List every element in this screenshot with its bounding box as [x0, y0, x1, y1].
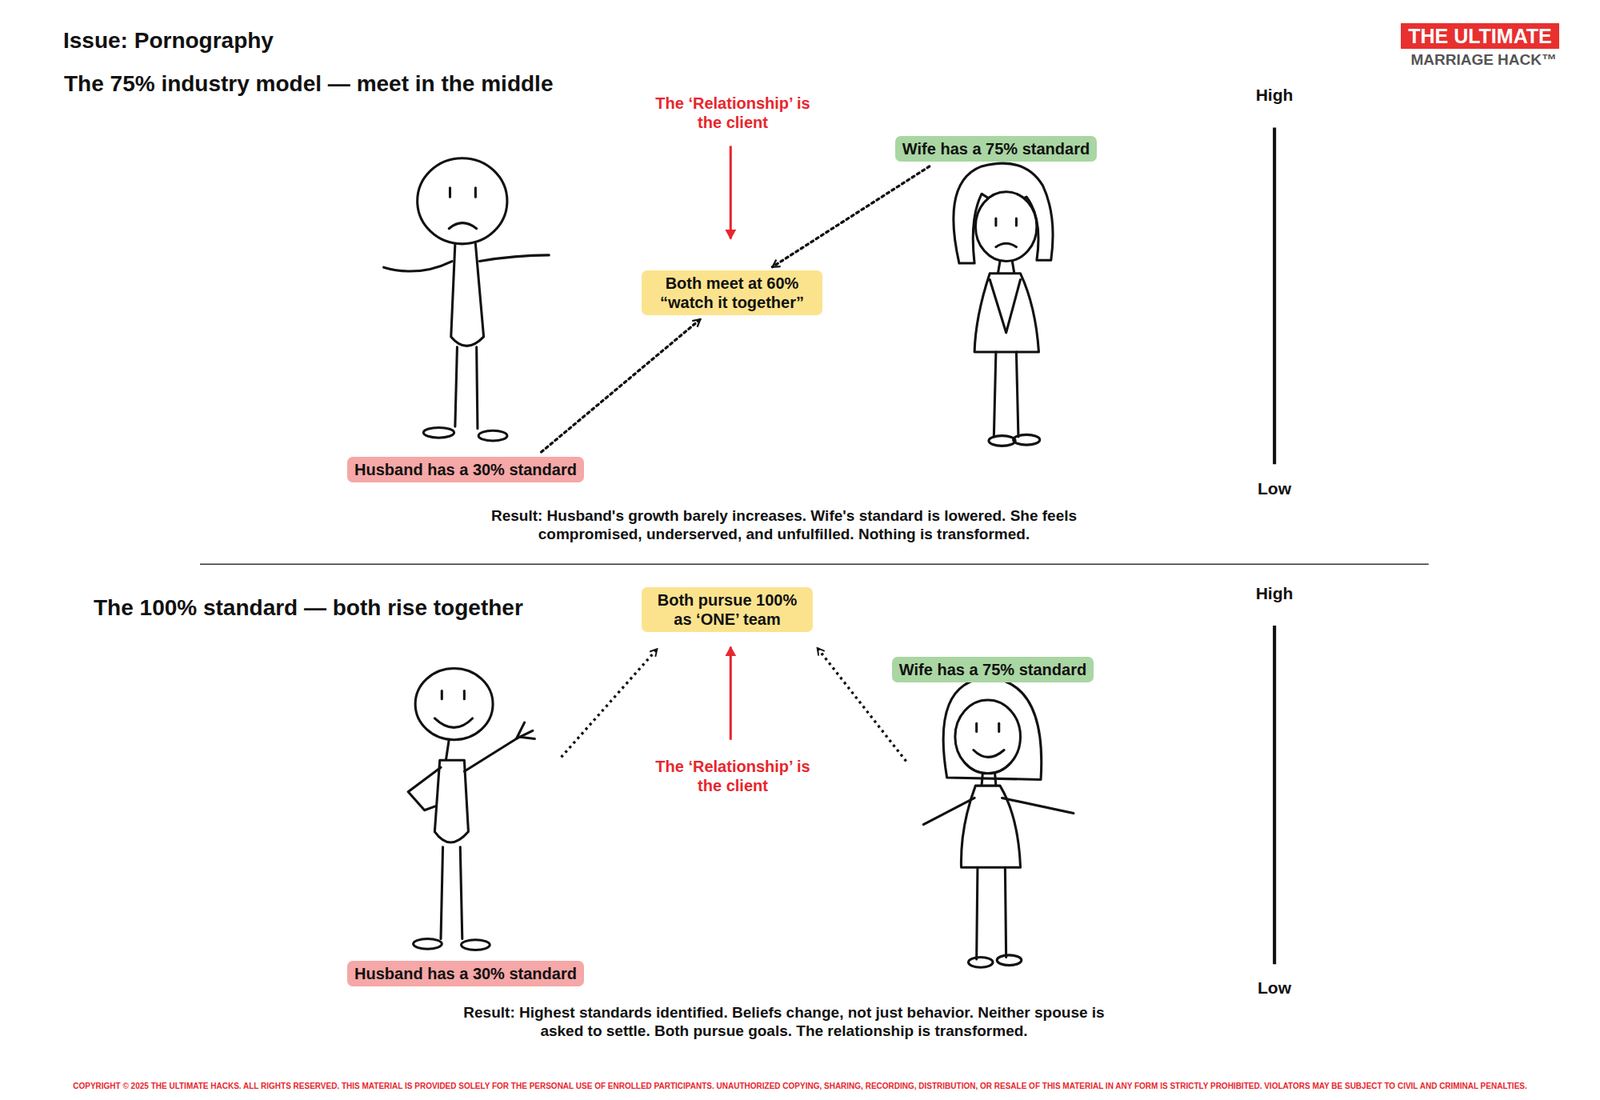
wife-figure-stroke	[960, 785, 1020, 868]
red-arrow	[729, 647, 732, 740]
husband-figure-stroke	[464, 722, 524, 772]
husband-figure	[408, 668, 535, 950]
panel-heading: The 75% industry model — meet in the mid…	[64, 70, 553, 98]
wife-figure-stroke	[1016, 352, 1019, 437]
client-note: The ‘Relationship’ is the client	[652, 756, 813, 796]
wife-figure-stroke	[1012, 261, 1015, 274]
husband-figure-stroke	[474, 188, 477, 197]
wife-figure-stroke	[953, 163, 1053, 264]
husband-figure-stroke	[463, 691, 466, 700]
scale-label: Low	[1257, 478, 1292, 499]
husband-figure-stroke	[423, 427, 454, 438]
scale-line	[1272, 127, 1276, 464]
wife-figure-stroke	[997, 723, 1000, 732]
standard-pill: Wife has a 75% standard	[895, 136, 1097, 162]
wife-figure	[923, 677, 1074, 968]
wife-figure-stroke	[1013, 434, 1040, 445]
husband-figure-stroke	[384, 261, 452, 272]
husband-figure-stroke	[440, 847, 444, 940]
husband-figure-stroke	[415, 668, 493, 740]
husband-figure-stroke	[445, 740, 449, 761]
husband-figure-stroke	[461, 940, 491, 951]
husband-figure-stroke	[434, 760, 468, 843]
wife-figure-stroke	[981, 773, 983, 786]
outcome-box: Both meet at 60% “watch it together”	[641, 270, 823, 316]
wife-figure	[953, 163, 1053, 446]
wife-figure-stroke	[1015, 218, 1018, 226]
node-text: Husband has a 30% standard	[354, 460, 577, 480]
scale-label: High	[1256, 84, 1294, 105]
husband-figure-stroke	[417, 158, 508, 244]
outcome-box: Both pursue 100% as ‘ONE’ team	[641, 587, 813, 632]
wife-figure-stroke	[996, 243, 1017, 247]
scale-label: High	[1256, 583, 1294, 604]
result-text: Result: Highest standards identified. Be…	[440, 1004, 1128, 1041]
node-text: Wife has a 75% standard	[899, 660, 1087, 680]
husband-figure-stroke	[451, 244, 484, 347]
dotted-arrow	[561, 648, 658, 757]
wife-figure-stroke	[975, 192, 1037, 262]
wife-figure-stroke	[988, 436, 1016, 447]
husband-figure-stroke	[460, 847, 463, 940]
husband-figure-stroke	[478, 430, 508, 441]
husband-figure-stroke	[448, 188, 452, 197]
dotted-arrow	[541, 319, 701, 452]
wife-figure-stroke	[943, 677, 1042, 780]
husband-figure-stroke	[434, 718, 472, 728]
husband-figure-stroke	[440, 691, 444, 700]
node-text: Husband has a 30% standard	[354, 964, 577, 984]
scale-label: Low	[1257, 977, 1292, 998]
wife-figure-stroke	[994, 218, 997, 226]
wife-figure-stroke	[995, 773, 996, 786]
wife-figure-stroke	[996, 955, 1022, 966]
logo-text: MARRIAGE HACK™	[1410, 51, 1557, 70]
result-text: Result: Husband's growth barely increase…	[440, 507, 1128, 544]
husband-figure	[384, 158, 550, 441]
divider-line	[200, 564, 1429, 566]
wife-figure-stroke	[974, 273, 1039, 352]
wife-figure-stroke	[989, 279, 1020, 332]
wife-figure-stroke	[973, 750, 1004, 758]
husband-figure-stroke	[413, 938, 443, 949]
wife-figure-stroke	[976, 867, 978, 960]
standard-pill: Wife has a 75% standard	[892, 656, 1094, 683]
wife-figure-stroke	[923, 797, 975, 824]
panel-heading: The 100% standard — both rise together	[93, 594, 524, 622]
husband-figure-stroke	[455, 347, 458, 427]
standard-pill: Husband has a 30% standard	[347, 960, 584, 987]
wife-figure-stroke	[975, 723, 978, 732]
husband-figure-stroke	[518, 736, 535, 740]
page-title: Issue: Pornography	[63, 27, 274, 55]
husband-figure-stroke	[476, 347, 478, 429]
husband-figure-stroke	[408, 767, 441, 811]
wife-figure-stroke	[1004, 867, 1006, 957]
husband-figure-stroke	[479, 255, 549, 262]
standard-pill: Husband has a 30% standard	[347, 456, 584, 483]
scale-line	[1272, 625, 1276, 964]
node-text: Both pursue 100% as ‘ONE’ team	[648, 590, 806, 629]
wife-figure-stroke	[955, 700, 1021, 774]
wife-figure-stroke	[1002, 797, 1074, 813]
wife-figure-stroke	[997, 261, 1000, 274]
node-text: Wife has a 75% standard	[902, 139, 1090, 159]
wife-figure-stroke	[993, 352, 996, 437]
logo-text: THE ULTIMATE	[1400, 23, 1560, 49]
client-note: The ‘Relationship’ is the client	[652, 93, 813, 132]
red-arrow	[729, 145, 732, 239]
node-text: Both meet at 60% “watch it together”	[648, 273, 816, 312]
copyright-notice: COPYRIGHT © 2025 THE ULTIMATE HACKS. ALL…	[72, 1081, 1528, 1092]
wife-figure-stroke	[968, 956, 993, 968]
husband-figure-stroke	[448, 223, 476, 229]
dotted-arrow	[772, 166, 929, 268]
